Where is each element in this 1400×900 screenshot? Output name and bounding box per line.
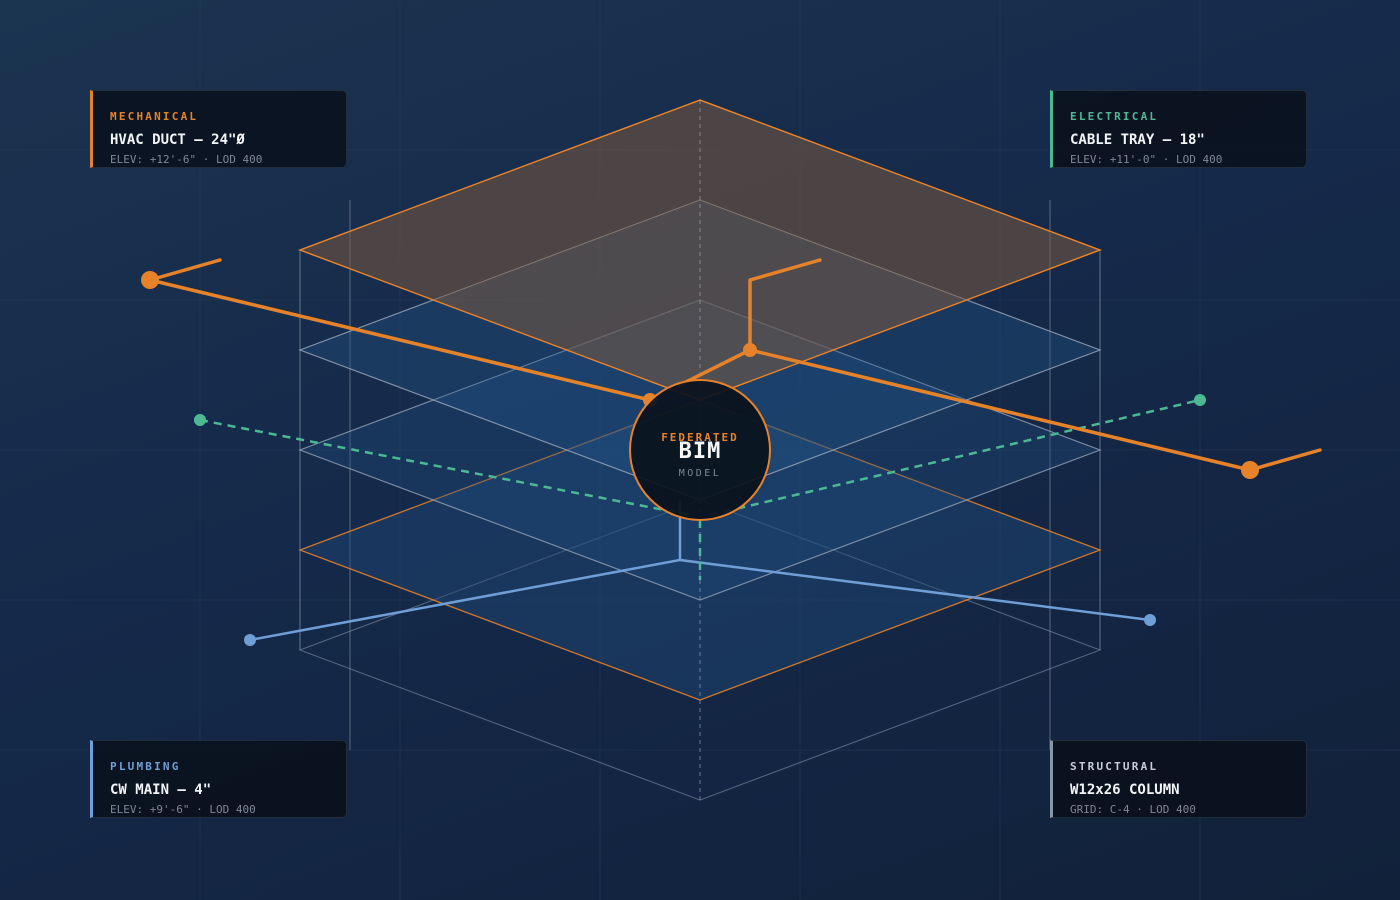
electrical-card[interactable]: ELECTRICAL CABLE TRAY — 18" ELEV: +11'-0… [1050,90,1307,168]
card-meta: GRID: C-4 · LOD 400 [1070,803,1196,816]
card-category: STRUCTURAL [1070,760,1159,773]
mechanical-card[interactable]: MECHANICAL HVAC DUCT — 24"Ø ELEV: +12'-6… [90,90,347,168]
card-category: ELECTRICAL [1070,110,1159,123]
card-meta: ELEV: +9'-6" · LOD 400 [110,803,256,816]
hub-label-federated: FEDERATED [661,431,739,444]
card-title: CW MAIN — 4" [110,782,212,798]
structural-columns [349,200,1051,750]
electrical-lines [199,398,1201,580]
plumbing-node-right [1144,614,1156,626]
card-meta: ELEV: +12'-6" · LOD 400 [110,153,263,166]
card-title: W12x26 COLUMN [1070,782,1180,798]
electrical-node-right [1194,394,1206,406]
electrical-node-left [194,414,206,426]
bim-hub-circle [629,379,771,521]
mechanical-node-right [1241,461,1259,479]
card-category: MECHANICAL [110,110,199,123]
card-title: HVAC DUCT — 24"Ø [110,132,245,148]
plumbing-card[interactable]: PLUMBING CW MAIN — 4" ELEV: +9'-6" · LOD… [90,740,347,818]
card-category: PLUMBING [110,760,181,773]
plumbing-lines [249,500,1151,642]
card-title: CABLE TRAY — 18" [1070,132,1205,148]
plumbing-node-left [244,634,256,646]
mechanical-node-left [141,271,159,289]
structural-card[interactable]: STRUCTURAL W12x26 COLUMN GRID: C-4 · LOD… [1050,740,1307,818]
hub-label-model: MODEL [678,468,722,479]
card-meta: ELEV: +11'-0" · LOD 400 [1070,153,1223,166]
mechanical-node-center-right [743,343,757,357]
hub-title: BIM [678,439,722,464]
